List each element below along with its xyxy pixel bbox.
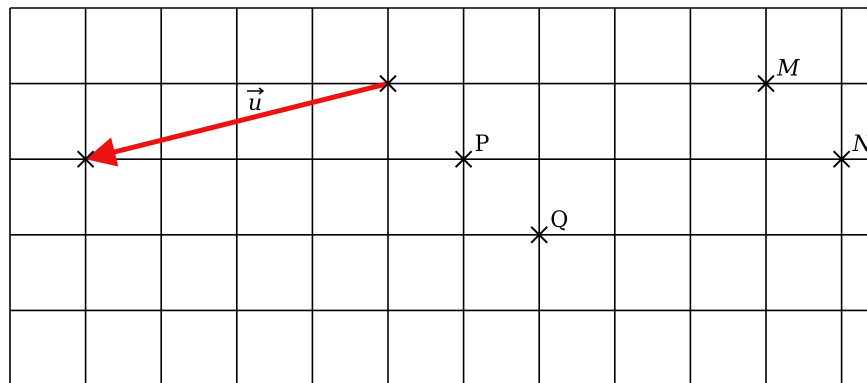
vector-u-overline-tip (258, 87, 265, 95)
point-cross-icon (454, 150, 473, 168)
points: M P Q N (454, 57, 867, 244)
point-n: N (832, 132, 867, 168)
point-cross-icon (832, 150, 851, 168)
vector-endpoints (76, 74, 397, 168)
vector-u: u (85, 81, 389, 167)
point-label: P (475, 132, 490, 157)
vector-u-arrow (85, 81, 389, 167)
point-label: M (776, 57, 800, 82)
vector-end-cross-icon (76, 150, 95, 168)
point-cross-icon (757, 74, 775, 93)
point-p: P (454, 132, 490, 168)
vector-u-label: u (248, 91, 262, 116)
grid-lines (9, 7, 867, 383)
point-q: Q (530, 208, 568, 244)
point-cross-icon (530, 226, 548, 244)
point-label: N (852, 132, 867, 157)
point-m: M (757, 57, 800, 93)
point-label: Q (550, 208, 568, 233)
vector-start-cross-icon (379, 74, 397, 93)
